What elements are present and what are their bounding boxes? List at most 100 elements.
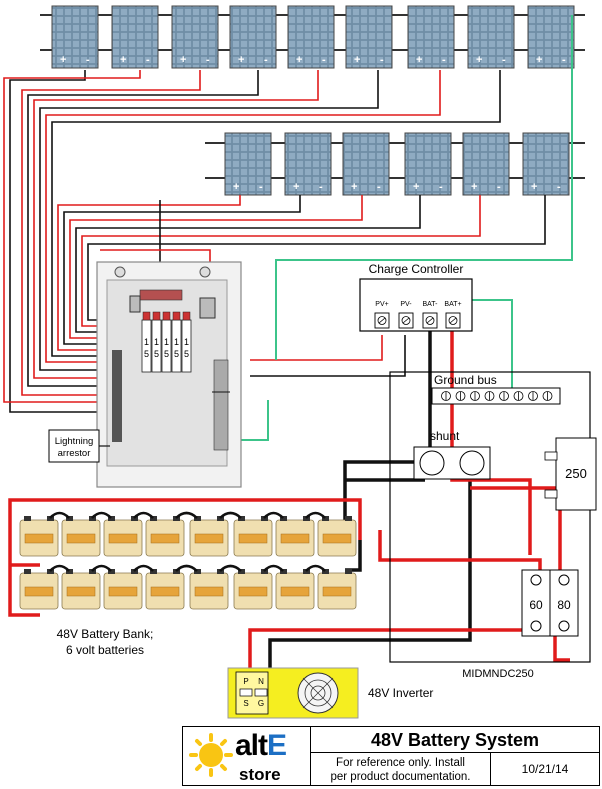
brand-store-text: store — [239, 765, 281, 784]
brand-name: altE — [235, 729, 287, 763]
battery — [233, 516, 273, 557]
ground-screw — [528, 391, 538, 401]
brand-logo: altE store — [183, 727, 311, 785]
battery — [19, 516, 59, 557]
dc-enclosure: MIDMNDC250 — [389, 371, 591, 680]
reference-note: For reference only. Install per product … — [311, 753, 491, 785]
battery — [103, 569, 143, 610]
fuse-digit-top: 1 — [164, 337, 169, 347]
ground-bus-label: Ground bus — [434, 373, 497, 387]
battery — [189, 569, 229, 610]
battery — [189, 516, 229, 557]
fuse-digit-bottom: 5 — [184, 349, 189, 359]
fuse-digit-top: 1 — [154, 337, 159, 347]
inverter-label: 48V Inverter — [368, 686, 433, 700]
charge-controller-terminals — [374, 312, 461, 329]
reference-note-line-1: For reference only. Install — [336, 757, 465, 769]
panel-minus-sign: - — [377, 181, 381, 193]
solar-panel: +- — [342, 132, 390, 196]
battery — [233, 569, 273, 610]
diagram-date: 10/21/14 — [521, 762, 569, 776]
fuse: 15 — [141, 311, 152, 373]
solar-panel: +- — [522, 132, 570, 196]
inverter-pos-letter: P — [243, 677, 248, 686]
panel-plus-sign: + — [120, 54, 126, 66]
fuse-digit-top: 1 — [184, 337, 189, 347]
ground-bus-screws — [441, 391, 553, 401]
solar-panel: +- — [229, 5, 277, 69]
panel-plus-sign: + — [471, 181, 477, 193]
inverter-neg-letter: G — [258, 699, 264, 708]
solar-panel: +- — [111, 5, 159, 69]
panel-plus-sign: + — [296, 54, 302, 66]
wire-bundle-left — [3, 70, 546, 413]
fuse: 15 — [161, 311, 172, 373]
title-block: altE store 48V Battery System For refere… — [182, 726, 600, 786]
inverter-pos-letter: S — [243, 699, 248, 708]
battery — [275, 569, 315, 610]
solar-panel-row-middle: +-+-+-+-+-+- — [224, 132, 570, 196]
solar-panel: +- — [462, 132, 510, 196]
ground-screw — [542, 391, 553, 401]
battery — [145, 569, 185, 610]
terminal-label-bat-plus: BAT+ — [444, 301, 461, 308]
battery — [61, 569, 101, 610]
panel-plus-sign: + — [351, 181, 357, 193]
battery-interconnect — [133, 564, 154, 572]
battery — [317, 569, 357, 610]
breaker-80-label: 80 — [557, 598, 571, 612]
panel-minus-sign: - — [259, 181, 263, 193]
panel-minus-sign: - — [442, 54, 446, 66]
panel-minus-sign: - — [264, 54, 268, 66]
diagram-title: 48V Battery System — [311, 727, 599, 753]
panel-minus-sign: - — [146, 54, 150, 66]
panel-plus-sign: + — [354, 54, 360, 66]
shunt-label: shunt — [430, 429, 460, 443]
fuse-digit-top: 1 — [144, 337, 149, 347]
wire-battery-main — [8, 330, 570, 690]
panel-minus-sign: - — [86, 54, 90, 66]
battery — [103, 516, 143, 557]
solar-panel: +- — [284, 132, 332, 196]
panel-minus-sign: - — [380, 54, 384, 66]
ground-screw — [455, 391, 466, 401]
panel-minus-sign: - — [562, 54, 566, 66]
inverter-terminal-letters: POSNEG — [239, 677, 268, 708]
panel-plus-sign: + — [233, 181, 239, 193]
combiner-busbars — [112, 350, 230, 451]
battery-interconnect — [175, 564, 198, 572]
terminal-screw — [374, 312, 390, 329]
battery-bank — [19, 511, 357, 610]
panel-plus-sign: + — [476, 54, 482, 66]
ground-screw — [499, 391, 509, 401]
ground-screw — [513, 391, 524, 401]
breaker-60-label: 60 — [529, 598, 543, 612]
battery-interconnect — [219, 511, 242, 519]
terminal-screw — [398, 312, 414, 329]
ground-screw — [470, 391, 480, 401]
panel-minus-sign: - — [497, 181, 501, 193]
solar-panel: +- — [527, 5, 575, 69]
solar-panel-row-top: +-+-+-+-+-+-+-+-+- — [51, 5, 575, 69]
reference-note-line-2: per product documentation. — [330, 771, 471, 783]
solar-panel: +- — [287, 5, 335, 69]
fuse: 15 — [151, 311, 162, 373]
battery — [19, 569, 59, 610]
terminal-screw — [445, 312, 461, 329]
battery-interconnect — [175, 511, 198, 519]
battery — [317, 516, 357, 557]
charge-controller-label: Charge Controller — [369, 262, 464, 276]
panel-minus-sign: - — [322, 54, 326, 66]
ground-screw — [484, 391, 495, 401]
battery-interconnect — [263, 511, 284, 519]
battery-bank-label-2: 6 volt batteries — [66, 643, 144, 657]
fuse-digit-bottom: 5 — [144, 349, 149, 359]
solar-panel: +- — [345, 5, 393, 69]
panel-plus-sign: + — [293, 181, 299, 193]
panel-plus-sign: + — [238, 54, 244, 66]
panel-minus-sign: - — [319, 181, 323, 193]
ground-bus: Ground bus — [431, 373, 561, 405]
enclosure-model-label: MIDMNDC250 — [462, 668, 534, 680]
battery-interconnect — [305, 564, 326, 572]
battery — [145, 516, 185, 557]
